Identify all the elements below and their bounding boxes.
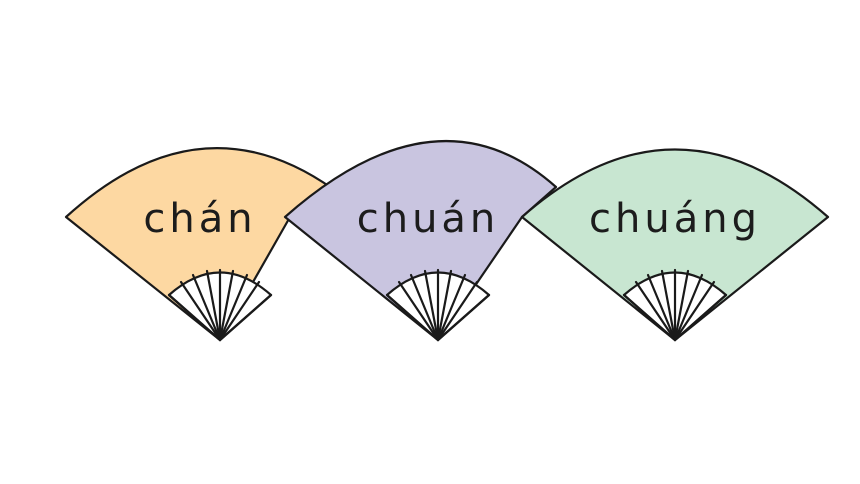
fan-chuang-leaf: [520, 148, 830, 342]
fan-chan-leaf: [64, 147, 335, 342]
fan-chan: [64, 147, 335, 342]
fan-chuang-label: chuáng: [589, 196, 761, 242]
fan-chuan-label: chuán: [357, 196, 500, 242]
fan-chan-ribs: [167, 268, 273, 342]
fan-chuang-ribs: [622, 268, 728, 342]
fan-chuan-ribs: [385, 268, 491, 342]
fan-chuan: [283, 140, 558, 342]
fan-chuang: [520, 148, 830, 342]
fan-chan-label: chán: [143, 196, 256, 242]
fan-chuan-leaf: [283, 140, 558, 342]
